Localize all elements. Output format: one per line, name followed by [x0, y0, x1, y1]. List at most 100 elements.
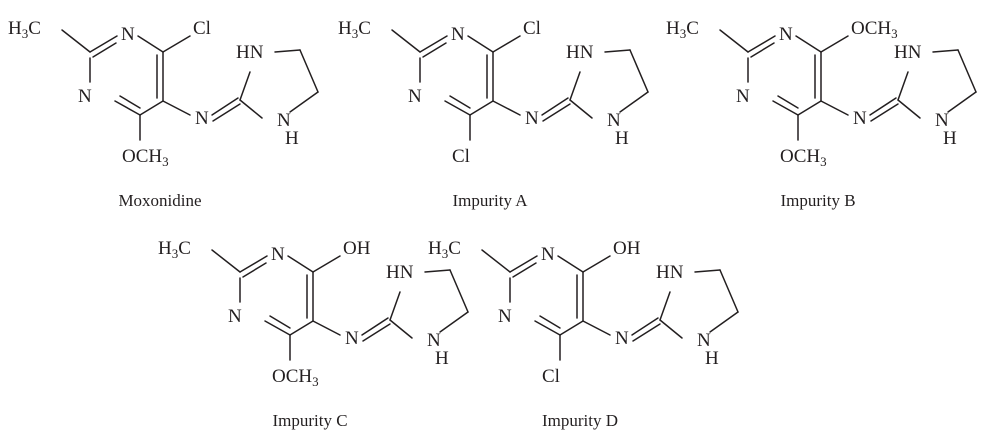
imidazoline-bond: [897, 99, 921, 119]
ring-bond: [747, 35, 776, 53]
imine-n-bond: [582, 320, 611, 336]
imidazoline-bond: [569, 99, 593, 119]
imine-bond: [211, 97, 239, 116]
substituent-r1-label: Cl: [193, 18, 211, 39]
imidazoline-bond: [957, 49, 977, 93]
imidazoline-h-label: H: [705, 348, 719, 369]
imine-n-bond: [492, 100, 521, 116]
r1-bond: [312, 255, 341, 273]
ring-bond: [139, 100, 164, 116]
ring-n-top-label: N: [451, 24, 465, 45]
ring-n-top-label: N: [121, 24, 135, 45]
imidazoline-bond: [289, 91, 319, 113]
ring-double-bond: [777, 95, 799, 109]
imidazoline-bond: [439, 311, 469, 333]
ring-bond: [559, 320, 584, 336]
imidazoline-hn-label: HN: [894, 42, 922, 63]
ring-bond: [287, 255, 314, 273]
imine-n-label: N: [615, 328, 629, 349]
ring-bond: [467, 35, 494, 53]
ring-bond: [469, 100, 494, 116]
ring-bond: [772, 100, 799, 116]
imine-n-label: N: [345, 328, 359, 349]
imidazoline-n-label: N: [607, 110, 621, 131]
substituent-r2-label: Cl: [452, 146, 470, 167]
imidazoline-n-label: N: [427, 330, 441, 351]
methyl-label: H3​C: [428, 238, 461, 261]
compound-name-caption: Moxonidine: [118, 191, 201, 210]
imidazoline-hn-label: HN: [386, 262, 414, 283]
substituent-r2-label: OCH3​: [780, 146, 827, 169]
ring-double-bond: [242, 262, 267, 278]
imidazoline-hn-label: HN: [656, 262, 684, 283]
ring-bond: [557, 255, 584, 273]
ring-bond: [114, 100, 141, 116]
imine-double-bond: [632, 323, 661, 342]
r1-bond: [492, 35, 521, 53]
substituent-r1-label: Cl: [523, 18, 541, 39]
imidazoline-bond: [659, 319, 683, 339]
ring-bond: [89, 35, 118, 53]
imidazoline-bond: [932, 49, 959, 53]
substituent-r1-label: OCH3​: [851, 18, 898, 41]
methyl-label: H3​C: [338, 18, 371, 41]
imidazoline-bond: [449, 269, 469, 313]
imidazoline-bond: [389, 291, 401, 321]
ring-n-left-label: N: [78, 86, 92, 107]
imidazoline-bond: [694, 269, 721, 273]
imidazoline-bond: [569, 71, 581, 101]
ring-n-left-label: N: [408, 86, 422, 107]
imidazoline-bond: [274, 49, 301, 53]
compound-name-caption: Impurity C: [272, 411, 347, 430]
methyl-bond: [61, 29, 91, 53]
compound-name-caption: Impurity A: [452, 191, 528, 210]
ring-n-left-label: N: [228, 306, 242, 327]
imidazoline-bond: [629, 49, 649, 93]
substituent-r2-label: OCH3​: [272, 366, 319, 389]
r1-bond: [820, 35, 849, 53]
methyl-bond: [391, 29, 421, 53]
ring-double-bond: [512, 262, 537, 278]
imidazoline-h-label: H: [435, 348, 449, 369]
ring-bond: [137, 35, 164, 53]
ring-n-top-label: N: [779, 24, 793, 45]
imine-double-bond: [870, 103, 899, 122]
imine-double-bond: [362, 323, 391, 342]
imidazoline-bond: [239, 71, 251, 101]
imidazoline-bond: [947, 91, 977, 113]
ring-bond: [419, 35, 448, 53]
ring-double-bond: [449, 95, 471, 109]
imidazoline-h-label: H: [285, 128, 299, 149]
ring-double-bond: [422, 42, 447, 58]
substituent-r2-label: Cl: [542, 366, 560, 387]
methyl-bond: [719, 29, 749, 53]
imine-bond: [361, 317, 389, 336]
imine-double-bond: [212, 103, 241, 122]
ring-bond: [239, 255, 268, 273]
imine-bond: [869, 97, 897, 116]
ring-bond: [509, 255, 538, 273]
imidazoline-h-label: H: [943, 128, 957, 149]
imine-n-bond: [820, 100, 849, 116]
ring-double-bond: [750, 42, 775, 58]
imidazoline-bond: [719, 269, 739, 313]
imidazoline-bond: [299, 49, 319, 93]
imine-bond: [631, 317, 659, 336]
ring-n-top-label: N: [271, 244, 285, 265]
imidazoline-n-label: N: [697, 330, 711, 351]
imidazoline-bond: [604, 49, 631, 53]
imine-n-bond: [162, 100, 191, 116]
imidazoline-h-label: H: [615, 128, 629, 149]
imine-n-bond: [312, 320, 341, 336]
methyl-label: H3​C: [158, 238, 191, 261]
imidazoline-hn-label: HN: [566, 42, 594, 63]
imidazoline-hn-label: HN: [236, 42, 264, 63]
ring-bond: [264, 320, 291, 336]
imidazoline-n-label: N: [935, 110, 949, 131]
ring-bond: [797, 100, 822, 116]
imidazoline-bond: [239, 99, 263, 119]
imidazoline-bond: [897, 71, 909, 101]
